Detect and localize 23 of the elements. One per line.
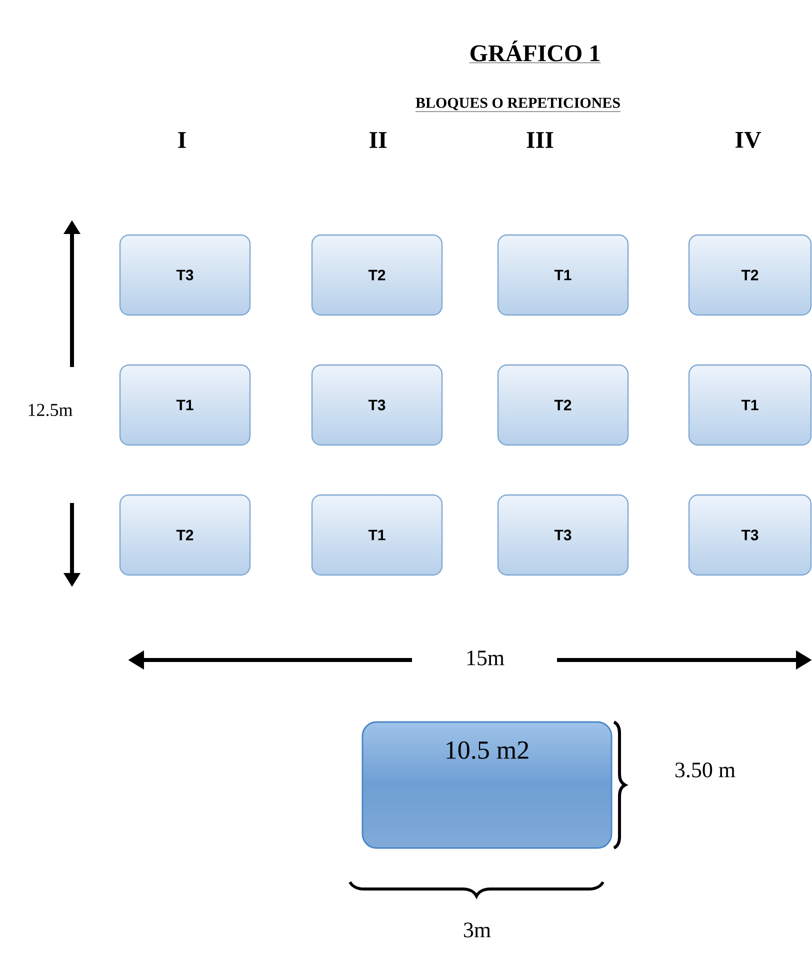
plot-box: T1 [311,494,443,576]
plot-box: T1 [497,234,629,316]
plot-box: T2 [119,494,251,576]
dimension-label: 3.50 m [676,762,736,778]
area-box: 10.5 m2 [362,721,612,849]
plot-box: T2 [311,234,443,316]
plot-box: T3 [497,494,629,576]
subtitle: BLOQUES O REPETICIONES [415,98,621,112]
dimension-label: 15m [467,650,504,666]
plot-box: T3 [119,234,251,316]
plot-box: T2 [497,364,629,446]
plot-box: T2 [688,234,812,316]
dimension-label: 12.5m [28,404,72,416]
column-label: II [369,132,387,148]
column-label: IV [735,132,762,148]
title: GRÁFICO 1 [469,40,601,64]
column-label: III [526,132,554,148]
plot-box: T1 [119,364,251,446]
column-label: I [178,132,186,148]
plot-box: T1 [688,364,812,446]
plot-box: T3 [311,364,443,446]
plot-box: T3 [688,494,812,576]
dimension-label: 3m [464,922,491,938]
